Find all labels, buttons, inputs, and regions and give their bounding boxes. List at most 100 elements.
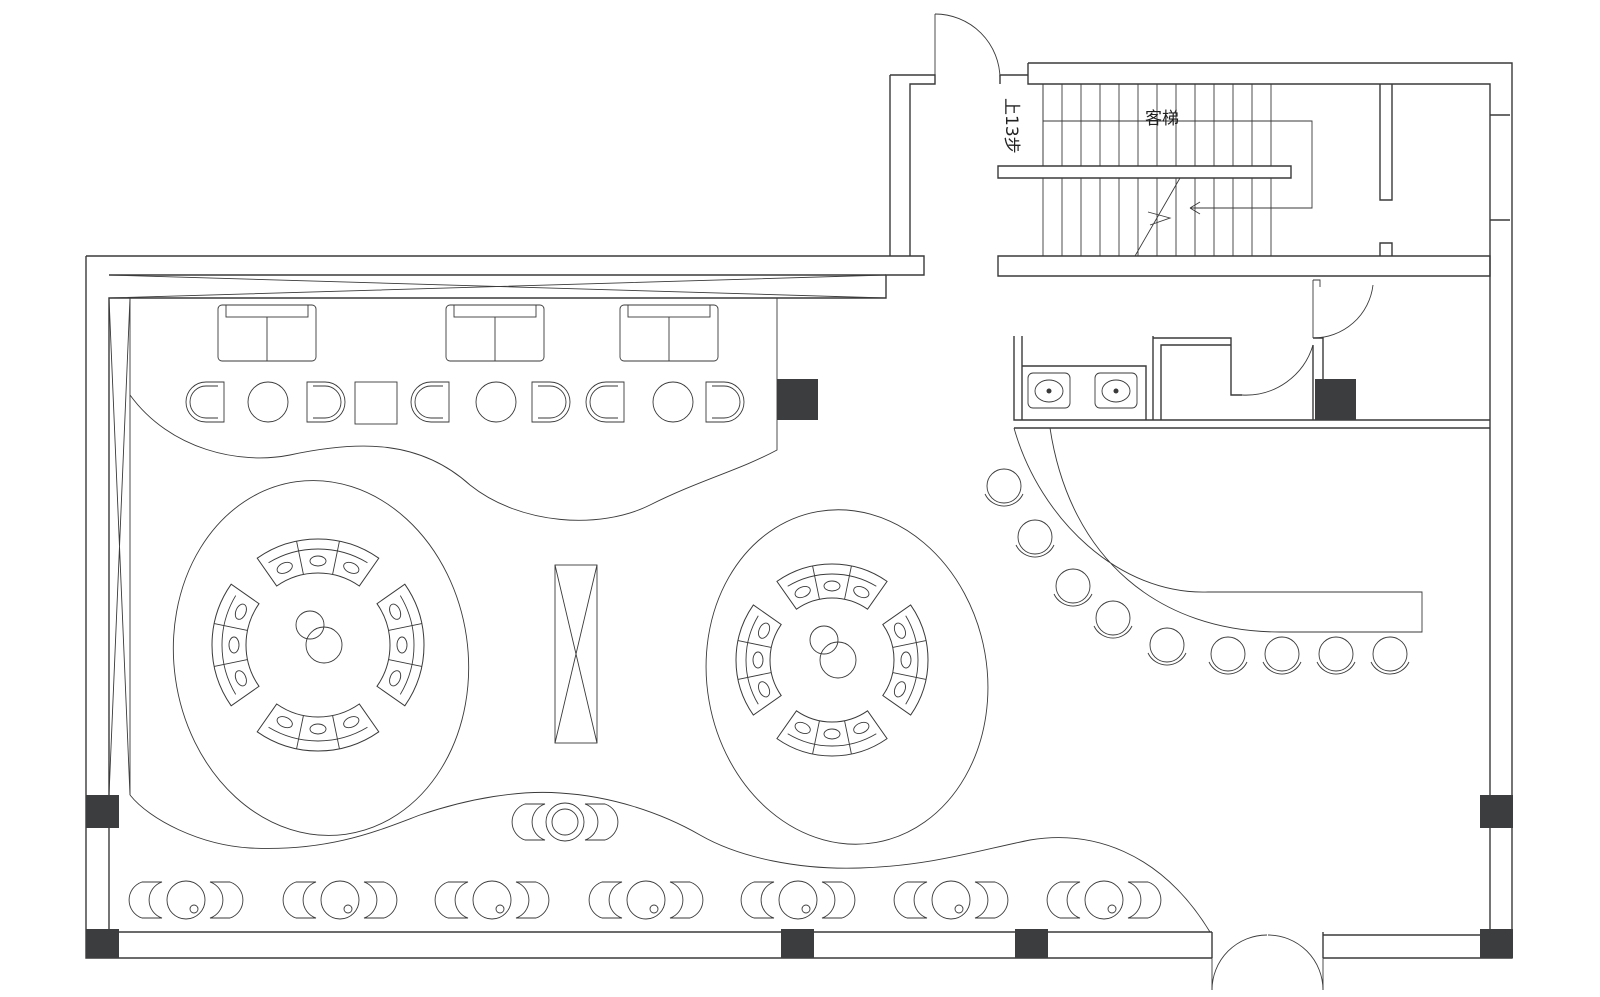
- stool-back: [1053, 593, 1093, 607]
- sofa-seam: [812, 720, 820, 755]
- table-lamp: [954, 904, 964, 914]
- armchair-left: [1046, 881, 1081, 919]
- restroom-block: [1013, 279, 1490, 429]
- sofa-seam: [388, 659, 422, 667]
- armchair: [585, 381, 625, 423]
- sofa-back: [745, 615, 759, 705]
- round-table: [1084, 880, 1124, 920]
- cushion: [389, 603, 402, 620]
- bar-stool: [1149, 627, 1185, 663]
- sofa-seam: [388, 623, 422, 631]
- bar-stool: [1017, 519, 1053, 555]
- stool-back: [1147, 652, 1187, 666]
- armchair-right: [974, 881, 1009, 919]
- cushion: [794, 721, 811, 734]
- stool-back: [984, 493, 1024, 507]
- bar-stool: [1095, 600, 1131, 636]
- column: [1480, 795, 1513, 828]
- sofa-seam: [892, 640, 927, 648]
- sofa-seam: [332, 715, 340, 749]
- bar-stool: [1372, 636, 1408, 672]
- bottom-table-row: [128, 880, 1162, 920]
- round-table: [626, 880, 666, 920]
- side-table: [295, 610, 325, 640]
- armchair: [410, 381, 450, 423]
- armchair: [705, 381, 745, 423]
- table-top: [551, 808, 579, 836]
- armchair-left: [434, 881, 469, 919]
- cushion: [758, 681, 771, 698]
- curved-sofa: [256, 703, 380, 752]
- sofa-back: [787, 573, 877, 587]
- armchair: [306, 381, 346, 423]
- cushion: [396, 636, 408, 654]
- cushion: [758, 622, 771, 639]
- cushion: [900, 651, 912, 669]
- round-table: [320, 880, 360, 920]
- armchair-seat: [712, 385, 741, 419]
- cushion: [893, 622, 906, 639]
- stool-back: [1370, 661, 1410, 675]
- armchair-right: [515, 881, 550, 919]
- cushion: [853, 721, 870, 734]
- round-table: [931, 880, 971, 920]
- sofa-seam: [737, 640, 772, 648]
- sofa-back: [787, 733, 877, 747]
- column: [86, 929, 119, 958]
- armchair-left: [282, 881, 317, 919]
- sofa-back: [225, 304, 309, 318]
- coffee-table: [819, 641, 857, 679]
- sofa-seam: [296, 715, 304, 749]
- sofa-seam: [214, 623, 248, 631]
- sofa-seam: [844, 565, 852, 600]
- curved-sofa: [882, 604, 929, 716]
- lounge-right: [735, 563, 929, 757]
- armchair-left: [588, 881, 623, 919]
- elevator-label: 客梯: [1145, 109, 1179, 129]
- coffee-table: [305, 626, 343, 664]
- cushion: [309, 723, 327, 735]
- curved-sofa: [256, 538, 380, 587]
- armchair-seat: [414, 385, 443, 419]
- outer-walls: [85, 62, 1513, 959]
- armchair-left: [128, 881, 163, 919]
- sofa-seam: [332, 541, 340, 575]
- bar-stool: [986, 468, 1022, 504]
- side-table: [809, 625, 839, 655]
- column: [1480, 929, 1513, 958]
- round-table: [652, 381, 694, 423]
- column: [777, 379, 818, 420]
- round-table: [166, 880, 206, 920]
- armchair-right: [363, 881, 398, 919]
- column: [1015, 929, 1048, 958]
- cushion: [794, 586, 811, 599]
- table-lamp: [1107, 904, 1117, 914]
- table-lamp: [343, 904, 353, 914]
- armchair-right: [1127, 881, 1162, 919]
- square-table: [354, 381, 398, 425]
- structural-columns: [86, 379, 1513, 958]
- table-lamp: [189, 904, 199, 914]
- armchair-left: [893, 881, 928, 919]
- armchair: [185, 381, 225, 423]
- cushion: [309, 555, 327, 567]
- round-table: [778, 880, 818, 920]
- armchair-seat: [589, 385, 618, 419]
- stool-back: [1208, 661, 1248, 675]
- curved-sofa: [735, 604, 782, 716]
- sofa-back: [399, 595, 415, 695]
- sofa-seam: [892, 672, 927, 680]
- bar-stool: [1264, 636, 1300, 672]
- cushion: [823, 580, 841, 592]
- armchair: [531, 381, 571, 423]
- table-lamp: [801, 904, 811, 914]
- curved-sofa: [776, 710, 888, 757]
- table-lamp: [495, 904, 505, 914]
- top-booth-row: [185, 304, 745, 425]
- bar-stool: [1210, 636, 1246, 672]
- armchair-left: [511, 803, 546, 841]
- cushion: [343, 561, 360, 574]
- sofa-back: [453, 304, 537, 318]
- sofa-seam: [737, 672, 772, 680]
